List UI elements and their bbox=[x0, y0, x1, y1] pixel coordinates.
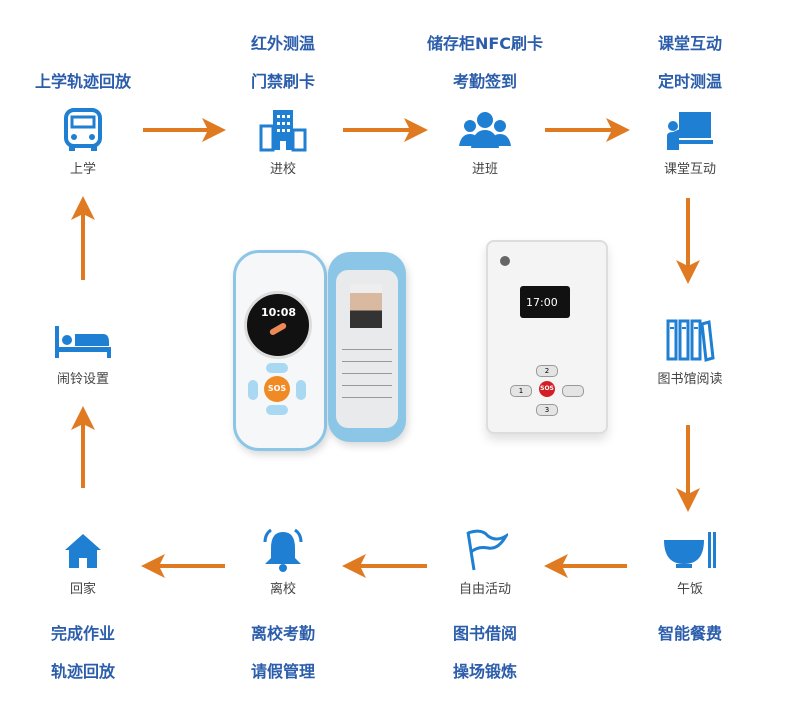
feature-text: 完成作业 bbox=[50, 624, 116, 643]
node-free-activity: 自由活动 bbox=[430, 528, 540, 597]
key-2: 2 bbox=[536, 365, 558, 377]
feature-text: 轨迹回放 bbox=[50, 662, 116, 681]
node-leave-school: 离校 bbox=[228, 528, 338, 597]
bed-icon bbox=[55, 326, 111, 358]
node-label: 自由活动 bbox=[458, 582, 511, 597]
node-library: 图书馆阅读 bbox=[635, 318, 745, 387]
node-label: 进班 bbox=[471, 162, 498, 177]
feature-text: 图书借阅 bbox=[452, 624, 518, 643]
group-icon bbox=[459, 112, 511, 148]
bowl-icon bbox=[664, 532, 716, 568]
feature-text: 红外测温 bbox=[250, 34, 316, 53]
flag-icon bbox=[466, 529, 508, 571]
feature-text: 请假管理 bbox=[250, 662, 316, 681]
node-label: 离校 bbox=[269, 582, 296, 597]
bell-icon bbox=[263, 528, 303, 572]
device-screen: 10:08 bbox=[244, 291, 312, 359]
node-label: 进校 bbox=[269, 162, 296, 177]
node-label: 闹铃设置 bbox=[56, 372, 109, 387]
student-card-device-back bbox=[328, 252, 406, 442]
home-icon bbox=[65, 534, 101, 568]
student-photo bbox=[350, 284, 382, 328]
node-label: 课堂互动 bbox=[663, 162, 716, 177]
feature-text: 离校考勤 bbox=[250, 624, 316, 643]
feature-text: 定时测温 bbox=[657, 72, 723, 91]
node-go-home: 回家 bbox=[28, 528, 138, 597]
node-label: 午饭 bbox=[676, 582, 703, 597]
watch-time: 10:08 bbox=[261, 306, 297, 319]
sos-button: SOS bbox=[539, 381, 555, 397]
node-label: 图书馆阅读 bbox=[657, 372, 723, 387]
node-label: 回家 bbox=[69, 582, 96, 597]
feature-text: 智能餐费 bbox=[657, 624, 723, 643]
key-1: 1 bbox=[510, 385, 532, 397]
classroom-icon bbox=[667, 112, 713, 150]
bus-icon bbox=[64, 108, 102, 151]
card-screen: 17:00 bbox=[520, 286, 570, 318]
node-enter-school: 进校 bbox=[228, 108, 338, 177]
key-3: 3 bbox=[536, 404, 558, 416]
student-card-device-front: 10:08 SOS bbox=[233, 250, 327, 451]
nfc-card-device: 17:00 2 1 SOS 3 bbox=[486, 240, 608, 434]
node-enter-class: 进班 bbox=[430, 108, 540, 177]
node-lunch: 午饭 bbox=[635, 528, 745, 597]
sos-button: SOS bbox=[264, 376, 290, 402]
node-alarm: 闹铃设置 bbox=[28, 318, 138, 387]
feature-text: 操场锻炼 bbox=[452, 662, 518, 681]
card-time: 17:00 bbox=[526, 296, 558, 309]
building-icon bbox=[259, 110, 307, 152]
node-school-go: 上学 bbox=[28, 108, 138, 177]
feature-text: 考勤签到 bbox=[452, 72, 518, 91]
feature-text: 门禁刷卡 bbox=[250, 72, 316, 91]
books-icon bbox=[666, 319, 715, 362]
node-class-interaction: 课堂互动 bbox=[635, 108, 745, 177]
node-label: 上学 bbox=[69, 162, 96, 177]
feature-text: 储存柜NFC刷卡 bbox=[426, 34, 544, 53]
feature-text: 课堂互动 bbox=[657, 34, 723, 53]
feature-text: 上学轨迹回放 bbox=[34, 72, 132, 91]
